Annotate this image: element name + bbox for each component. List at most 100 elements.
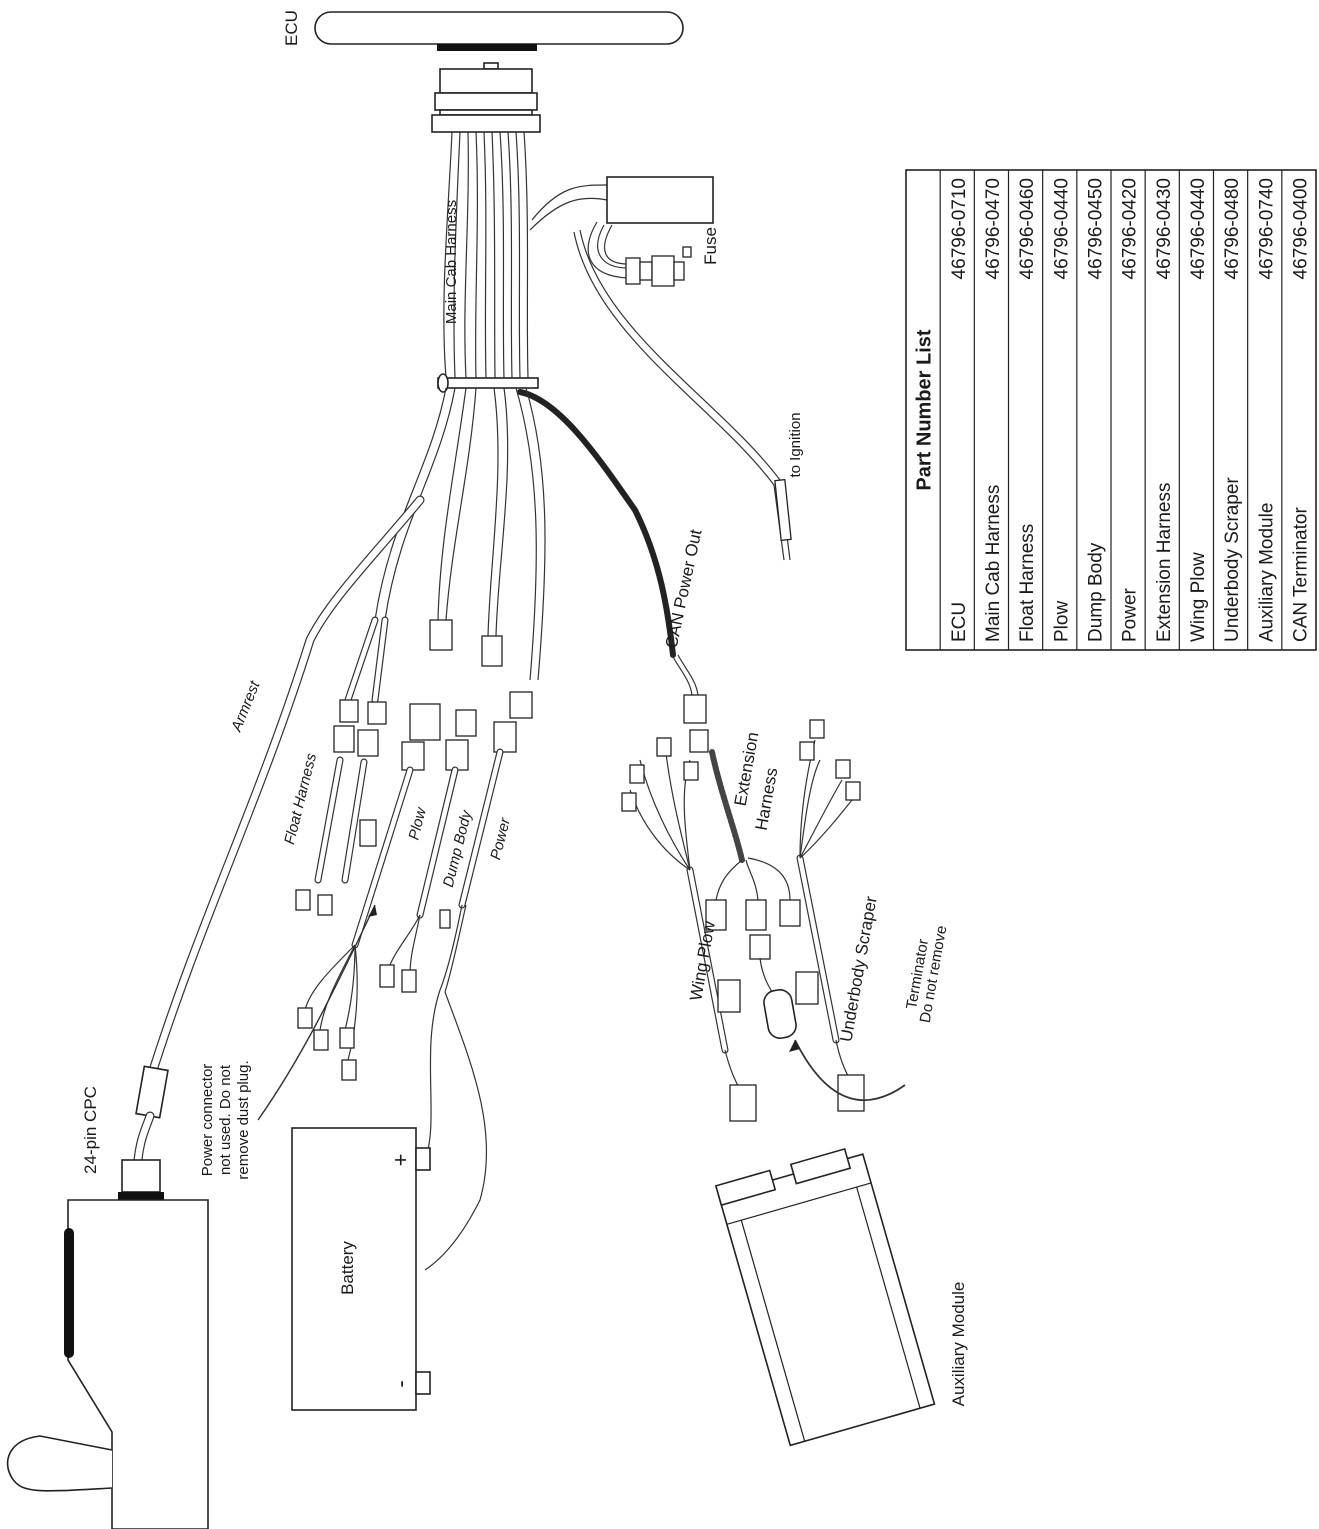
- branch-harnesses: Armrest Float Harness Plow: [145, 387, 546, 1271]
- battery-body: [291, 1127, 417, 1411]
- plow-connector: [409, 703, 441, 741]
- table-part-number: 46796-0480: [1222, 178, 1243, 279]
- table-part-number: 46796-0440: [1051, 178, 1072, 279]
- table-part-name: Power: [1120, 587, 1141, 642]
- table-part-name: Plow: [1051, 601, 1072, 642]
- fuse-plug-b: [639, 261, 653, 281]
- dump-end-plug-2: [401, 969, 417, 993]
- table-part-name: Auxiliary Module: [1256, 503, 1277, 642]
- table-part-name: Extension Harness: [1154, 483, 1175, 642]
- aux-module-body: [717, 1153, 936, 1447]
- ecu-latch: [483, 62, 499, 70]
- table-part-number: 46796-0470: [983, 178, 1004, 279]
- fuse-plug-a: [625, 257, 641, 285]
- armrest-label: Armrest: [228, 678, 264, 735]
- power-label: Power: [487, 815, 514, 861]
- table-part-number: 46796-0420: [1120, 178, 1141, 279]
- ecu-base-strip: [437, 44, 537, 51]
- extension-harness: Extension Harness: [705, 731, 801, 960]
- table-part-name: CAN Terminator: [1290, 507, 1311, 642]
- wing-plow-connector: [717, 979, 741, 1013]
- aux-module-tab-1: [714, 1169, 777, 1207]
- table-part-name: Main Cab Harness: [983, 485, 1004, 642]
- power-note-line-1: Power connector: [199, 1064, 216, 1177]
- fuse-holder: [606, 176, 714, 224]
- underbody-scraper: Underbody Scraper: [795, 719, 881, 1112]
- armrest-pad: [64, 1228, 74, 1358]
- scraper-plug-4: [845, 781, 861, 801]
- fuse-label: Fuse: [701, 227, 720, 265]
- extension-plug: [689, 729, 709, 753]
- ecu-connector-flange: [434, 92, 538, 111]
- plow-sleeve: [429, 619, 453, 651]
- dump-end-plug-1: [379, 964, 395, 988]
- ecu-connector-base: [431, 114, 541, 133]
- plow-label: Plow: [405, 805, 430, 842]
- wing-plow-plug-3: [683, 761, 699, 781]
- aux-module-tab-2: [789, 1147, 852, 1185]
- cable-tie: [437, 377, 539, 389]
- table-part-number: 46796-0450: [1085, 178, 1106, 279]
- scraper-end-plug: [837, 1074, 865, 1112]
- armrest-handle: [6, 1435, 113, 1492]
- plow-connector-2: [401, 741, 425, 771]
- battery-label: Battery: [338, 1241, 357, 1295]
- battery-minus-label: -: [388, 1380, 413, 1387]
- table-part-number: 46796-0460: [1017, 178, 1038, 279]
- scraper-plug-2: [799, 741, 815, 761]
- fuse-plug-c: [651, 255, 675, 287]
- terminator-body: [763, 989, 797, 1039]
- harness-label: Harness: [752, 766, 782, 832]
- scraper-plug-1: [809, 719, 825, 739]
- table-part-number: 46796-0400: [1290, 178, 1311, 279]
- can-power-out: CAN Power Out: [517, 389, 709, 753]
- wing-plow-plug-2: [656, 737, 672, 757]
- power-plug-2: [493, 721, 517, 753]
- table-part-name: Dump Body: [1085, 542, 1106, 642]
- cpc-label: 24-pin CPC: [81, 1086, 100, 1174]
- table-title: Part Number List: [914, 329, 936, 490]
- ecu-label: ECU: [282, 10, 301, 46]
- float-plug-3: [333, 725, 355, 753]
- armrest-unit: 24-pin CPC: [6, 1065, 209, 1529]
- table-part-number: 46796-0710: [949, 178, 970, 279]
- cable-tie-head: [437, 373, 449, 393]
- ecu: ECU: [282, 10, 684, 133]
- float-end-plug-2: [317, 894, 333, 916]
- table-part-number: 46796-0440: [1188, 178, 1209, 279]
- battery-terminal-plus: [415, 1147, 431, 1171]
- fuse-assembly: Fuse to Ignition: [529, 176, 804, 561]
- ext-plug-2: [745, 899, 767, 931]
- to-ignition-label: to Ignition: [787, 412, 804, 477]
- power-note-line-3: remove dust plug.: [235, 1060, 252, 1179]
- main-cab-harness: Main Cab Harness: [437, 131, 539, 393]
- can-power-out-label: CAN Power Out: [662, 527, 706, 650]
- can-power-plug: [683, 694, 707, 724]
- ext-plug-4: [749, 934, 771, 960]
- ecu-connector-top: [439, 68, 533, 94]
- note-arrow: [368, 905, 377, 917]
- auxiliary-module-label: Auxiliary Module: [949, 1282, 968, 1407]
- plow-plug-4: [341, 1059, 357, 1081]
- cpc-connector: [121, 1159, 161, 1193]
- dump-plug-1: [455, 709, 477, 737]
- wing-plow-plug-1: [629, 764, 645, 784]
- underbody-scraper-label: Underbody Scraper: [836, 894, 880, 1043]
- table-part-number: 46796-0430: [1154, 178, 1175, 279]
- power-plug-1: [509, 691, 533, 719]
- float-plug-2: [367, 701, 387, 725]
- ext-plug-3: [779, 899, 801, 927]
- ext-plug-1: [705, 899, 727, 931]
- battery: Battery + -: [291, 1127, 431, 1411]
- wing-plow-plug-4: [621, 792, 637, 812]
- float-connector: [359, 819, 377, 847]
- wing-plow-end-plug: [729, 1084, 757, 1122]
- table-part-name: Float Harness: [1017, 524, 1038, 642]
- battery-plus-label: +: [388, 1154, 413, 1167]
- cpc-strain-relief: [135, 1065, 169, 1119]
- table-part-name: ECU: [949, 602, 970, 642]
- table-part-name: Wing Plow: [1188, 552, 1209, 642]
- armrest-body: [67, 1199, 209, 1529]
